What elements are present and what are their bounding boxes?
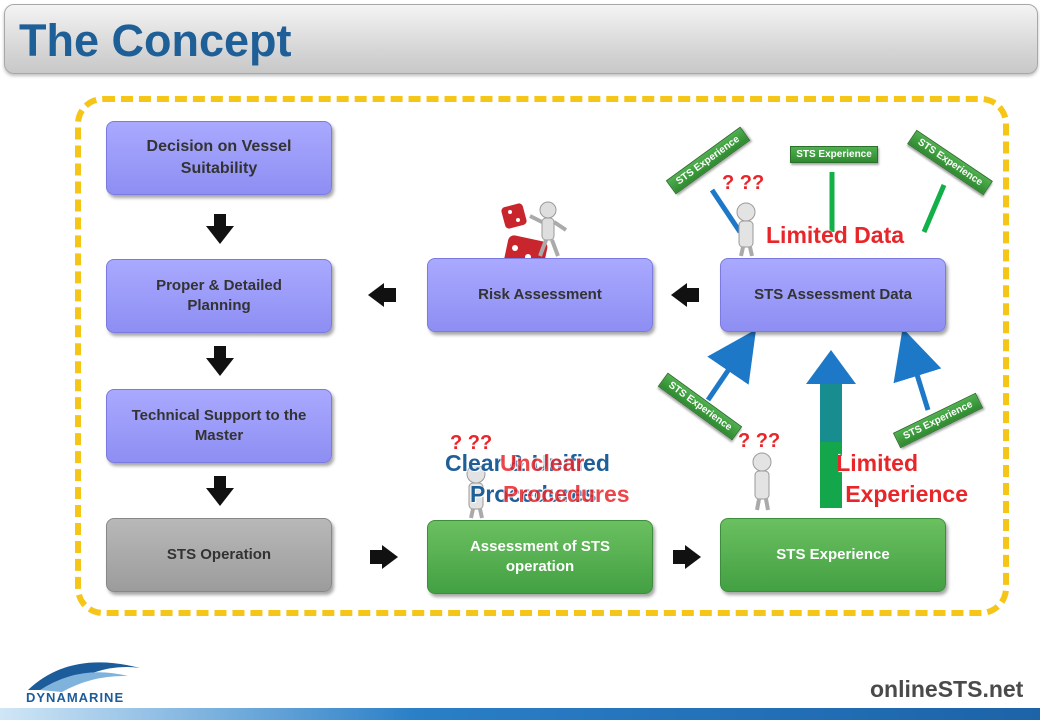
unclear-label-1: Unclear [500, 450, 585, 476]
limited-data-label: Limited Data [766, 222, 905, 248]
limited-experience-label-1: Limited [838, 450, 918, 476]
support-label: Technical Support to the Master [131, 406, 307, 444]
question-marks-top: ? ?? [722, 172, 765, 194]
thinking-figure-icon-top [736, 202, 756, 257]
left-arrow-1 [368, 283, 396, 307]
page-title: The Concept [19, 15, 292, 66]
onlinests-brand: onlineSTS.net [870, 676, 1024, 702]
operation-box: STS Operation [106, 518, 332, 592]
decision-box: Decision on Vessel Suitability [106, 121, 332, 195]
decision-label: Decision on Vessel Suitability [146, 138, 292, 177]
dynamarine-brand: DYNAMARINE [26, 690, 125, 705]
experience-label: STS Experience [776, 545, 890, 563]
question-marks-middle: ? ?? [450, 432, 493, 454]
assessment-data-label: STS Assessment Data [754, 285, 912, 303]
planning-box: Proper & Detailed Planning [106, 259, 332, 333]
right-arrow-2 [673, 545, 701, 569]
connector-bottom-right [893, 328, 942, 411]
operation-label: STS Operation [166, 545, 272, 563]
planning-label: Proper & Detailed Planning [156, 276, 282, 314]
limited-experience-label-2: Experience [845, 481, 968, 507]
clear-unified-label-1: Clear & Unified [445, 450, 610, 476]
down-arrow-1 [206, 214, 234, 244]
footer-strip [0, 708, 1040, 720]
down-arrow-2 [206, 346, 234, 376]
diagram-frame [75, 96, 1009, 616]
assessment-box: Assessment of STS operation [427, 520, 653, 594]
risk-assessment-label: Risk Assessment [478, 285, 602, 303]
assessment-data-box: STS Assessment Data [720, 258, 946, 332]
connector-bottom-left [705, 329, 757, 402]
risk-assessment-box: Risk Assessment [427, 258, 653, 332]
dynamarine-logo-icon [28, 662, 140, 692]
experience-box: STS Experience [720, 518, 946, 592]
down-arrow-3 [206, 476, 234, 506]
unclear-label-2: Procedures [503, 481, 630, 507]
clear-unified-label-2: Procedures [470, 481, 597, 507]
question-marks-bottom: ? ?? [738, 430, 781, 452]
connector-top-left [709, 188, 743, 234]
title-bar: The Concept [4, 4, 1038, 74]
assessment-label: Assessment of STS operation [469, 537, 611, 575]
thinking-figure-icon-bottom [752, 452, 772, 511]
connector-top-right [921, 184, 947, 233]
right-arrow-1 [370, 545, 398, 569]
thinking-figure-icon-middle [466, 464, 486, 519]
thrower-figure-icon [529, 201, 568, 257]
big-up-arrow [806, 350, 856, 508]
support-box: Technical Support to the Master [106, 389, 332, 463]
left-arrow-2 [671, 283, 699, 307]
experience-pill-top-center: STS Experience [790, 146, 878, 163]
